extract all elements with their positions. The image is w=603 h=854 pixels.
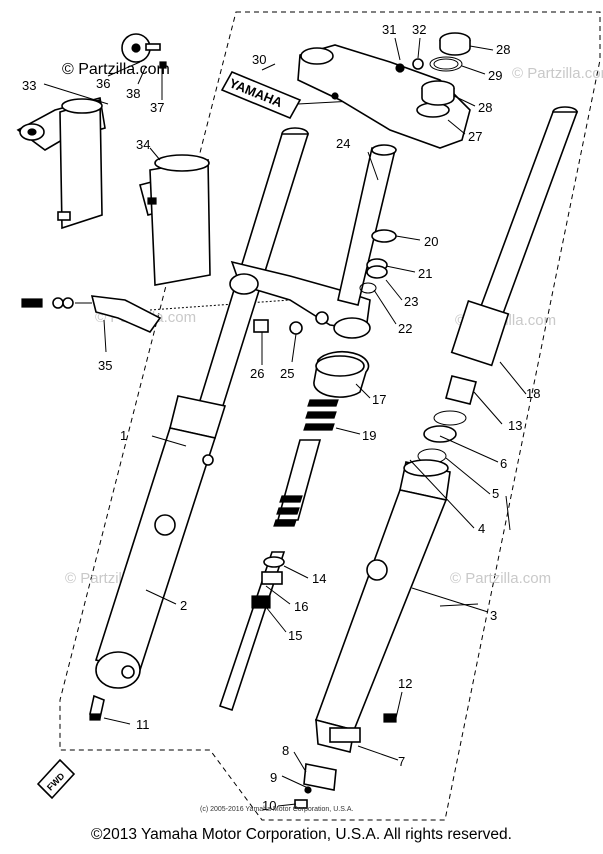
headlight-bracket-right (139, 154, 211, 286)
callout-30: 30 (252, 52, 266, 67)
assembly-outline (59, 11, 601, 821)
callout-27: 27 (468, 129, 482, 144)
callout-labels: 1 2 3 4 5 6 7 8 9 10 11 12 13 14 15 16 1… (22, 22, 540, 813)
callout-25: 25 (280, 366, 294, 381)
callout-13: 13 (508, 418, 522, 433)
callout-21: 21 (418, 266, 432, 281)
callout-26: 26 (250, 366, 264, 381)
callout-5: 5 (492, 486, 499, 501)
callout-32: 32 (412, 22, 426, 37)
callout-23: 23 (404, 294, 418, 309)
callout-38: 38 (126, 86, 140, 101)
headlight-bracket-left (16, 97, 106, 230)
callout-20: 20 (424, 234, 438, 249)
axle-holder (294, 763, 337, 809)
watermark-top: © Partzilla.com (62, 61, 170, 78)
lower-bracket (229, 144, 397, 339)
callout-28b: 28 (478, 100, 492, 115)
callout-7: 7 (398, 754, 405, 769)
callout-17: 17 (372, 392, 386, 407)
callout-9: 9 (270, 770, 277, 785)
callout-24: 24 (336, 136, 350, 151)
callout-22: 22 (398, 321, 412, 336)
reflector-assembly (121, 33, 167, 69)
stem-cap-parts (395, 32, 471, 106)
callout-29: 29 (488, 68, 502, 83)
callout-33: 33 (22, 78, 36, 93)
small-copyright: (c) 2005-2016 Yamaha Motor Corporation, … (200, 806, 353, 813)
callout-35: 35 (98, 358, 112, 373)
bracket-clamp (21, 295, 291, 333)
stem-bearings (359, 229, 397, 294)
fwd-arrow: FWD (36, 758, 76, 800)
leader-lines (43, 37, 527, 807)
callout-8: 8 (282, 743, 289, 758)
callout-6: 6 (500, 456, 507, 471)
callout-3: 3 (490, 608, 497, 623)
callout-16: 16 (294, 599, 308, 614)
callout-34: 34 (136, 137, 150, 152)
callout-14: 14 (312, 571, 326, 586)
upper-bracket (297, 44, 471, 149)
callout-4: 4 (478, 521, 485, 536)
callout-11: 11 (136, 717, 150, 732)
callout-28a: 28 (496, 42, 510, 57)
footer-copyright: ©2013 Yamaha Motor Corporation, U.S.A. A… (91, 826, 512, 843)
callout-12: 12 (398, 676, 412, 691)
callout-18: 18 (526, 386, 540, 401)
callout-2: 2 (180, 598, 187, 613)
callout-1: 1 (120, 428, 127, 443)
callout-36: 36 (96, 76, 110, 91)
watermark: © Partzilla.com (512, 65, 603, 82)
callout-15: 15 (288, 628, 302, 643)
callout-10: 10 (262, 798, 276, 813)
callout-31: 31 (382, 22, 396, 37)
callout-19: 19 (362, 428, 376, 443)
damper-components (218, 350, 370, 712)
watermark: © Partzilla.com (450, 570, 551, 587)
callout-37: 37 (150, 100, 164, 115)
right-fork (314, 106, 579, 753)
